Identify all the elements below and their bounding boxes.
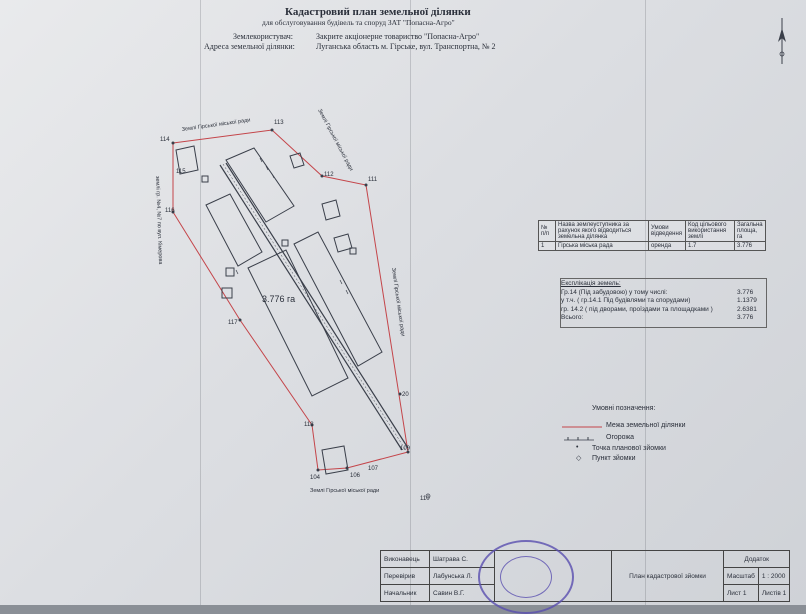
explication-title: Експлікація земель: [561,280,621,287]
table-cell: Гірська міська рада [555,241,649,251]
fold-line [200,0,201,605]
document-title: Кадастровий план земельної ділянки [285,6,471,18]
legend-item: Огорожа [606,434,635,441]
legend-item: Межа земельної ділянки [606,422,686,429]
point-label: 117 [228,320,238,326]
explication-row: у т.ч. ( гр.14.1 Під будівлями та споруд… [561,297,757,304]
table-cell: оренда [648,241,686,251]
north-arrow-icon [778,18,786,64]
official-seal-icon [478,540,574,614]
survey-station-icon: ◇ [576,455,582,462]
fold-line [410,0,411,605]
table-row: 1 Гірська міська рада оренда 1.7 3.776 [538,241,766,251]
scale-label: Масштаб [723,567,759,585]
document-subtitle: для обслуговування будівель та споруд ЗА… [262,18,455,27]
appendix-label: Додаток [722,550,791,568]
fence-icon [564,437,594,441]
role-cell: Начальник [380,584,430,602]
table-header-cell: Назва землеуступника за рахунок якого ві… [555,220,649,242]
land-user-value: Закрите акціонерне товариство "Попасна-А… [316,32,480,41]
table-header-cell: Умови відведення [648,220,686,242]
area-label: 3.776 га [262,294,295,304]
point-label: 115 [176,169,186,175]
land-explication: Експлікація земель: Гр.14 (Під забудовою… [561,280,757,323]
point-label: 114 [160,137,170,143]
scale-value: 1 : 2000 [757,567,791,585]
point-label: 104 [310,475,321,481]
table-cell: 1.7 [685,241,735,251]
neighbor-right: Землі Гірської міської ради [390,267,406,336]
explication-row: Всього:3.776 [561,314,754,321]
point-label: 107 [368,466,379,472]
explication-row: Гр.14 (Під забудовою) у тому числі:3.776 [561,288,754,296]
legend-item: Точка планової зйомки [592,445,666,452]
point-label: 20 [402,392,409,398]
neighbor-right-top: Землі Гірської міської ради [316,108,354,172]
table-cell: 1 [538,241,556,251]
point-label: 109 [400,446,411,452]
explication-row: гр. 14.2 ( під дворами, проїздами та пло… [561,305,757,313]
point-label: 113 [274,120,284,126]
point-label: 110 [420,496,430,502]
address-label: Адреса земельної ділянки: [204,42,295,51]
point-label: 116 [165,208,175,214]
table-header-cell: Код цільового використання землі [685,220,735,242]
boundary-line-icon [562,426,602,428]
doc-title: План кадастрової зйомки [611,550,724,602]
table-header-cell: № п/п [538,220,556,242]
address-value: Луганська область м. Гірське, вул. Транс… [316,42,496,51]
table-cell: 3.776 [734,241,766,251]
explication-frame [560,278,767,328]
fold-line [645,0,646,605]
legend-item: Пункт зйомки [592,455,636,462]
point-label: 106 [350,473,361,479]
table-header-cell: Загальна площа, га [734,220,766,242]
title-block: Виконавець Шатрава С. План кадастрової з… [380,550,806,605]
sheets-label: Листів 1 [757,584,791,602]
role-cell: Виконавець [380,550,430,568]
role-cell: Перевірив [380,567,430,585]
plot-composition-table: № п/п Назва землеуступника за рахунок як… [538,220,766,251]
legend-title: Умовні позначення: [592,405,656,412]
point-label: 118 [304,422,314,428]
point-label: 111 [368,177,378,183]
neighbor-left: землі гр. №4, №7 по вул. Кімерова [154,176,163,266]
land-user-label: Землекористувач: [233,32,294,41]
neighbor-bottom: Землі Гірської міської ради [310,488,379,494]
survey-point-icon: • [576,444,579,451]
sheet-label: Лист 1 [723,584,759,602]
point-label: 112 [324,172,334,178]
neighbor-top: Землі Гірської міської ради [181,117,250,133]
